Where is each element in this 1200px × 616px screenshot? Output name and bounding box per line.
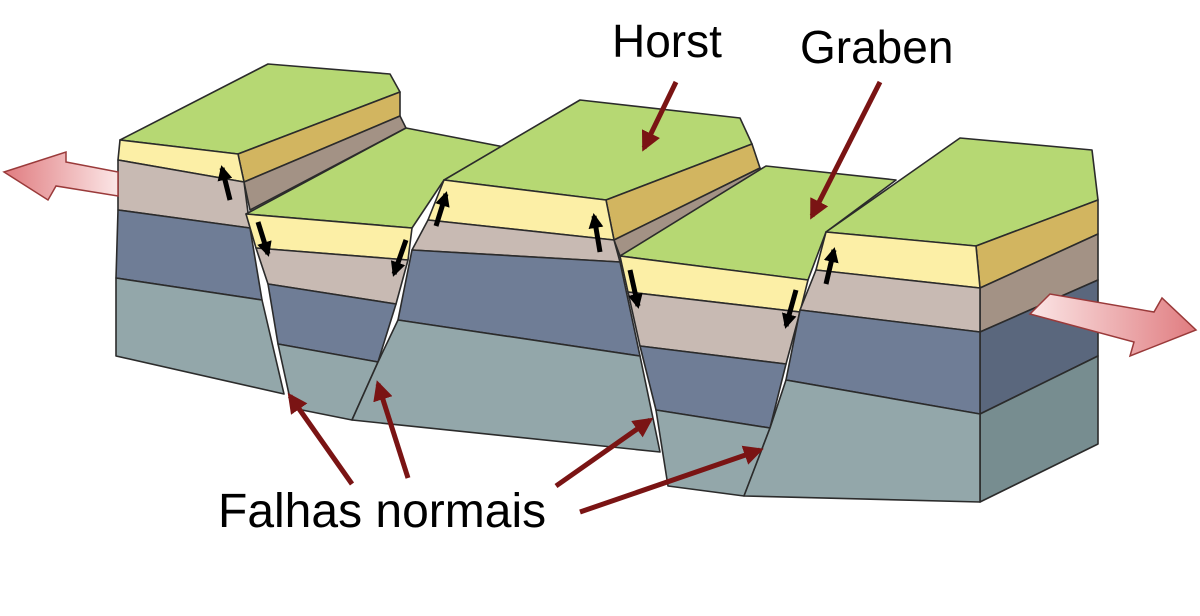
right-horst-block xyxy=(743,137,1099,503)
fault-motion-up-arrow-2 xyxy=(433,191,450,227)
central-horst-block xyxy=(351,99,767,453)
fault-motion-up-arrow-4 xyxy=(823,247,839,285)
graben-label: Graben xyxy=(800,21,954,73)
left-horst-layer-bottom xyxy=(115,277,285,395)
extension-arrow-left-icon xyxy=(2,150,119,202)
fault-motion-down-arrow-1 xyxy=(255,221,272,257)
central-horst-layer-bottom xyxy=(351,319,661,453)
fault-motion-down-arrow-4 xyxy=(781,289,799,329)
horst-label: Horst xyxy=(612,15,722,67)
normal-faults-label: Falhas normais xyxy=(218,485,547,538)
right-horst-layer-bottom xyxy=(743,379,981,503)
fault-pointer-arrow-4 xyxy=(579,445,764,515)
fault-motion-down-arrow-2 xyxy=(390,239,409,277)
fault-motion-down-arrow-3 xyxy=(627,269,643,309)
fault-pointer-arrow-1 xyxy=(287,392,355,486)
left-horst-block xyxy=(115,63,407,395)
fault-motion-up-arrow-1 xyxy=(217,165,233,201)
fault-pointer-arrow-3 xyxy=(554,417,654,489)
fault-motion-up-arrow-3 xyxy=(588,213,604,253)
fault-pointer-arrow-2 xyxy=(373,380,411,479)
right-graben-block xyxy=(619,165,897,497)
extension-arrow-right-icon xyxy=(1028,293,1198,358)
horst-pointer-arrow xyxy=(641,80,679,152)
graben-pointer-arrow xyxy=(809,80,883,220)
